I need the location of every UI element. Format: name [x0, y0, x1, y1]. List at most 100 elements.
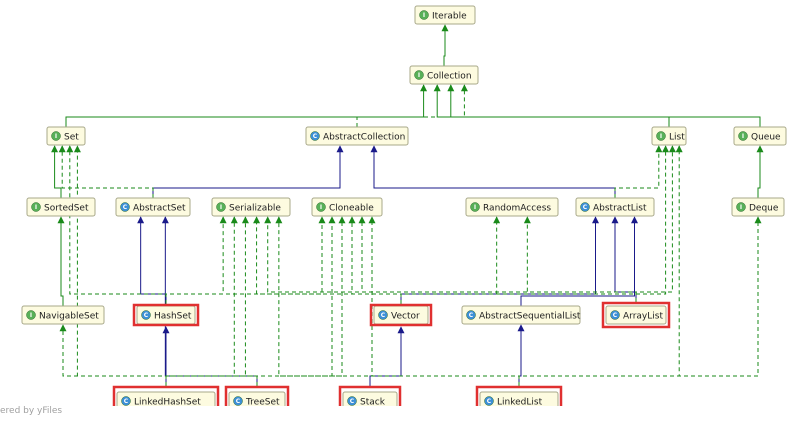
edge-list-to-collection [433, 84, 670, 127]
edge-treeset-to-serializable [230, 216, 258, 386]
edge-linkedhashset-to-set [73, 145, 167, 386]
edge-abstractlist-to-abstractcollection [370, 145, 616, 198]
node-box [479, 391, 559, 406]
edge-collection-to-iterable [441, 24, 449, 66]
node-label: Cloneable [329, 204, 374, 214]
node-box [731, 197, 785, 217]
edge-deque-to-queue [756, 145, 764, 198]
class-icon [484, 396, 494, 406]
interface-icon [216, 202, 226, 212]
node-label: AbstractList [593, 204, 647, 214]
node-label: RandomAccess [483, 204, 551, 214]
edge-abstractcollection-to-collection [356, 84, 468, 127]
kind-letter: C [487, 398, 492, 405]
kind-letter: C [123, 204, 128, 211]
interface-icon [31, 202, 41, 212]
node-label: Stack [360, 398, 386, 407]
node-navigableset[interactable]: I NavigableSet [21, 305, 105, 325]
class-icon [580, 202, 590, 212]
class-icon [378, 310, 388, 320]
node-box [116, 391, 216, 406]
class-icon [233, 396, 243, 406]
interface-icon [738, 131, 748, 141]
kind-letter: C [350, 398, 355, 405]
class-icon [310, 131, 320, 141]
node-box [228, 391, 286, 406]
edge-hashset-to-set [66, 145, 167, 304]
class-icon [347, 396, 357, 406]
node-box [575, 197, 655, 217]
edge-arraylist-to-list [635, 145, 676, 302]
node-label: NavigableSet [39, 312, 99, 322]
node-box [211, 197, 291, 217]
node-abstractsequentiallist[interactable]: C AbstractSequentialList [461, 305, 581, 325]
node-label: ArrayList [623, 312, 663, 322]
class-icon [141, 310, 151, 320]
kind-letter: I [418, 72, 420, 79]
node-box [733, 126, 787, 146]
edge-hashset-to-cloneable [165, 216, 326, 304]
edge-sortedset-to-set [51, 145, 62, 198]
edge-navigableset-to-sortedset [57, 216, 65, 306]
node-label: AbstractSequentialList [479, 312, 581, 322]
edge-arraylist-to-randomaccess [523, 216, 637, 302]
interface-icon [26, 310, 36, 320]
node-label: Vector [391, 312, 420, 322]
node-linkedlist[interactable]: C LinkedList [479, 391, 559, 407]
edge-linkedlist-to-serializable [275, 216, 520, 386]
node-box [305, 126, 409, 146]
node-box [115, 197, 191, 217]
node-box [414, 5, 476, 25]
interface-icon [51, 131, 61, 141]
node-iterable[interactable]: I Iterable [414, 5, 476, 25]
kind-letter: C [469, 312, 474, 319]
node-stack[interactable]: C Stack [342, 391, 398, 407]
class-icon [610, 310, 620, 320]
edge-treeset-to-navigableset [59, 324, 258, 386]
kind-letter: I [660, 133, 662, 140]
kind-letter: C [313, 133, 318, 140]
interface-icon [656, 131, 666, 141]
edge-treeset-to-cloneable [256, 216, 336, 386]
class-icon [466, 310, 476, 320]
edge-vector-to-serializable [253, 216, 402, 304]
edge-stack-to-vector [369, 326, 405, 386]
node-label: HashSet [154, 312, 192, 322]
edge-abstractsequentiallist-to-abstractlist [520, 216, 638, 306]
edge-queue-to-collection [447, 84, 761, 127]
node-label: LinkedList [497, 398, 543, 407]
edge-linkedlist-to-deque [518, 216, 762, 386]
kind-letter: I [30, 312, 32, 319]
edge-abstractlist-to-list [614, 145, 663, 198]
node-box [26, 197, 96, 217]
node-box [21, 305, 105, 325]
edge-hashset-to-serializable [165, 216, 227, 304]
node-label: Queue [751, 133, 781, 143]
kind-letter: I [423, 12, 425, 19]
node-box [311, 197, 383, 217]
highlights-layer [112, 301, 671, 406]
node-label: Deque [749, 204, 779, 214]
node-box [465, 197, 559, 217]
node-label: Set [64, 133, 79, 143]
node-box [461, 305, 581, 325]
node-label: Iterable [432, 12, 467, 22]
